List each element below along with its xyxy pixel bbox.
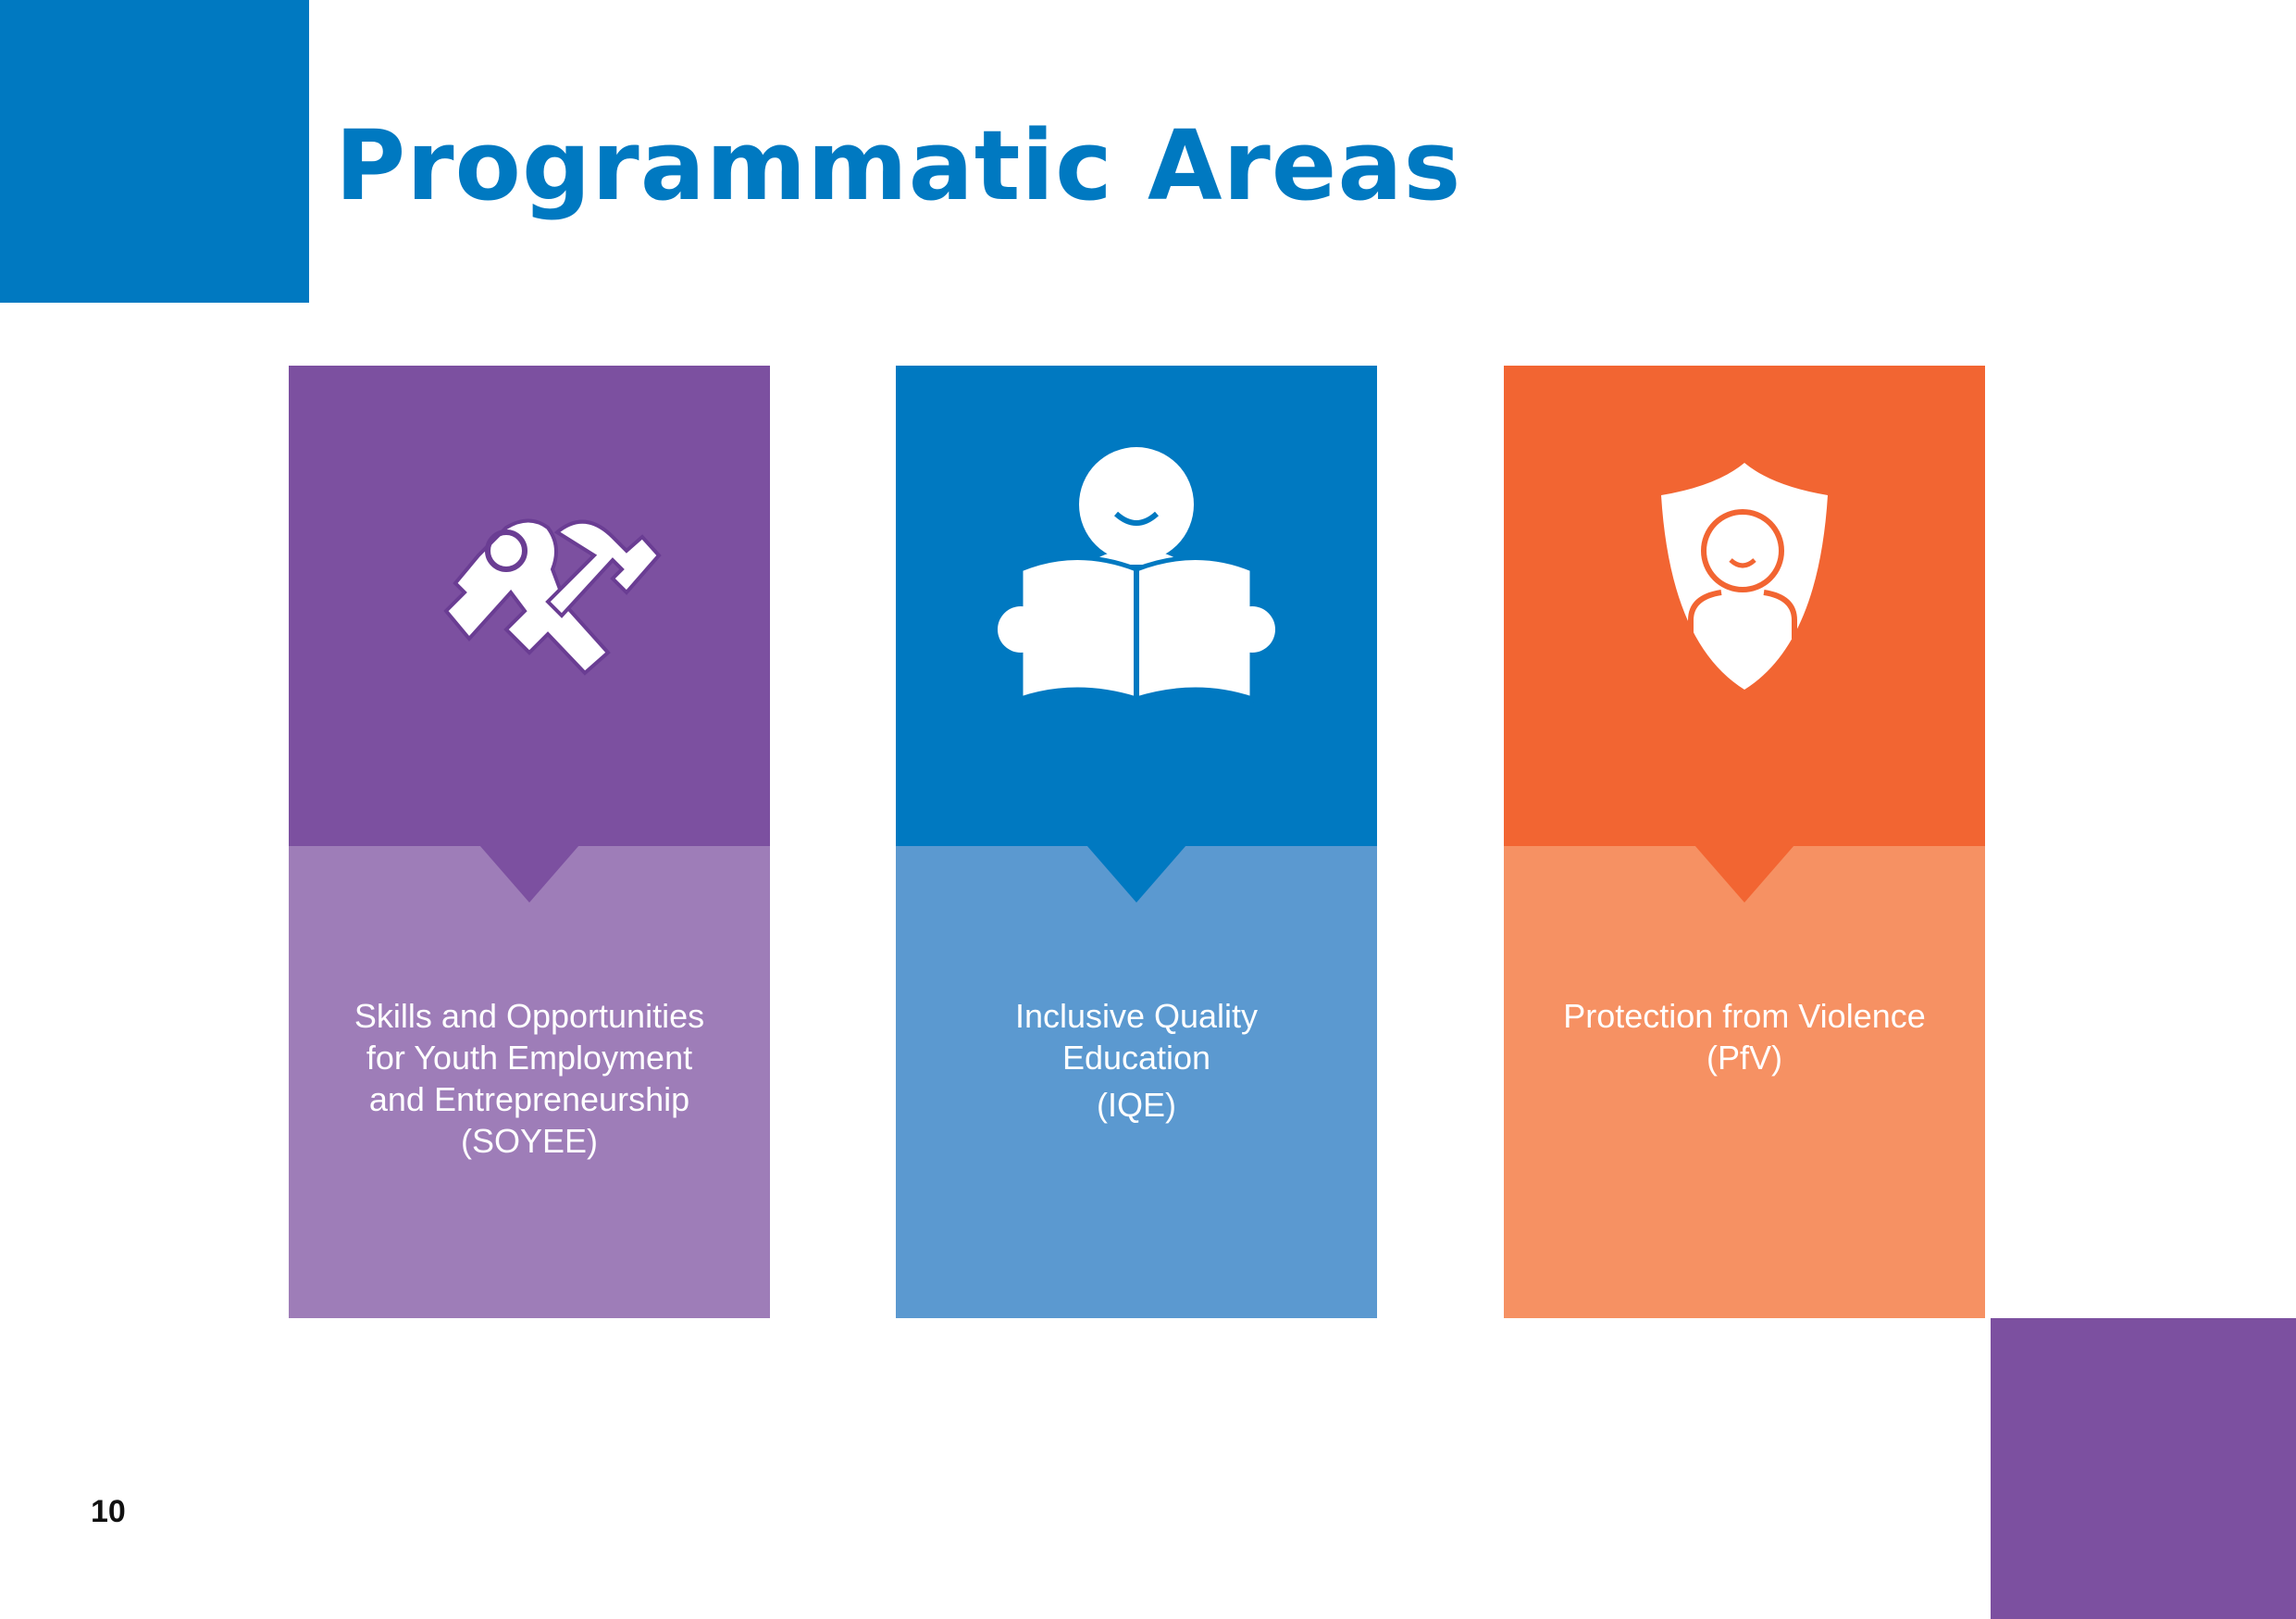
program-card-pfv: Protection from Violence (PfV) bbox=[1504, 366, 1985, 1318]
shield-person-icon bbox=[1661, 463, 1828, 690]
card-label: Protection from Violence (PfV) bbox=[1522, 995, 1967, 1078]
reading-book-icon bbox=[998, 447, 1275, 703]
program-card-soyee: Skills and Opportunities for Youth Emplo… bbox=[289, 366, 770, 1318]
program-card-iqe: Inclusive Quality Education (IQE) bbox=[896, 366, 1377, 1318]
tools-icon bbox=[443, 518, 662, 676]
card-label: Inclusive Quality Education (IQE) bbox=[914, 995, 1359, 1126]
page-number: 10 bbox=[91, 1494, 126, 1529]
card-label: Skills and Opportunities for Youth Emplo… bbox=[307, 995, 751, 1162]
card-abbreviation: (PfV) bbox=[1706, 1039, 1782, 1077]
page-title: Programmatic Areas bbox=[335, 109, 1462, 222]
card-abbreviation: (IQE) bbox=[1097, 1086, 1176, 1124]
decorative-purple-square bbox=[1991, 1318, 2296, 1619]
decorative-blue-square bbox=[0, 0, 309, 303]
card-abbreviation: (SOYEE) bbox=[460, 1122, 599, 1160]
